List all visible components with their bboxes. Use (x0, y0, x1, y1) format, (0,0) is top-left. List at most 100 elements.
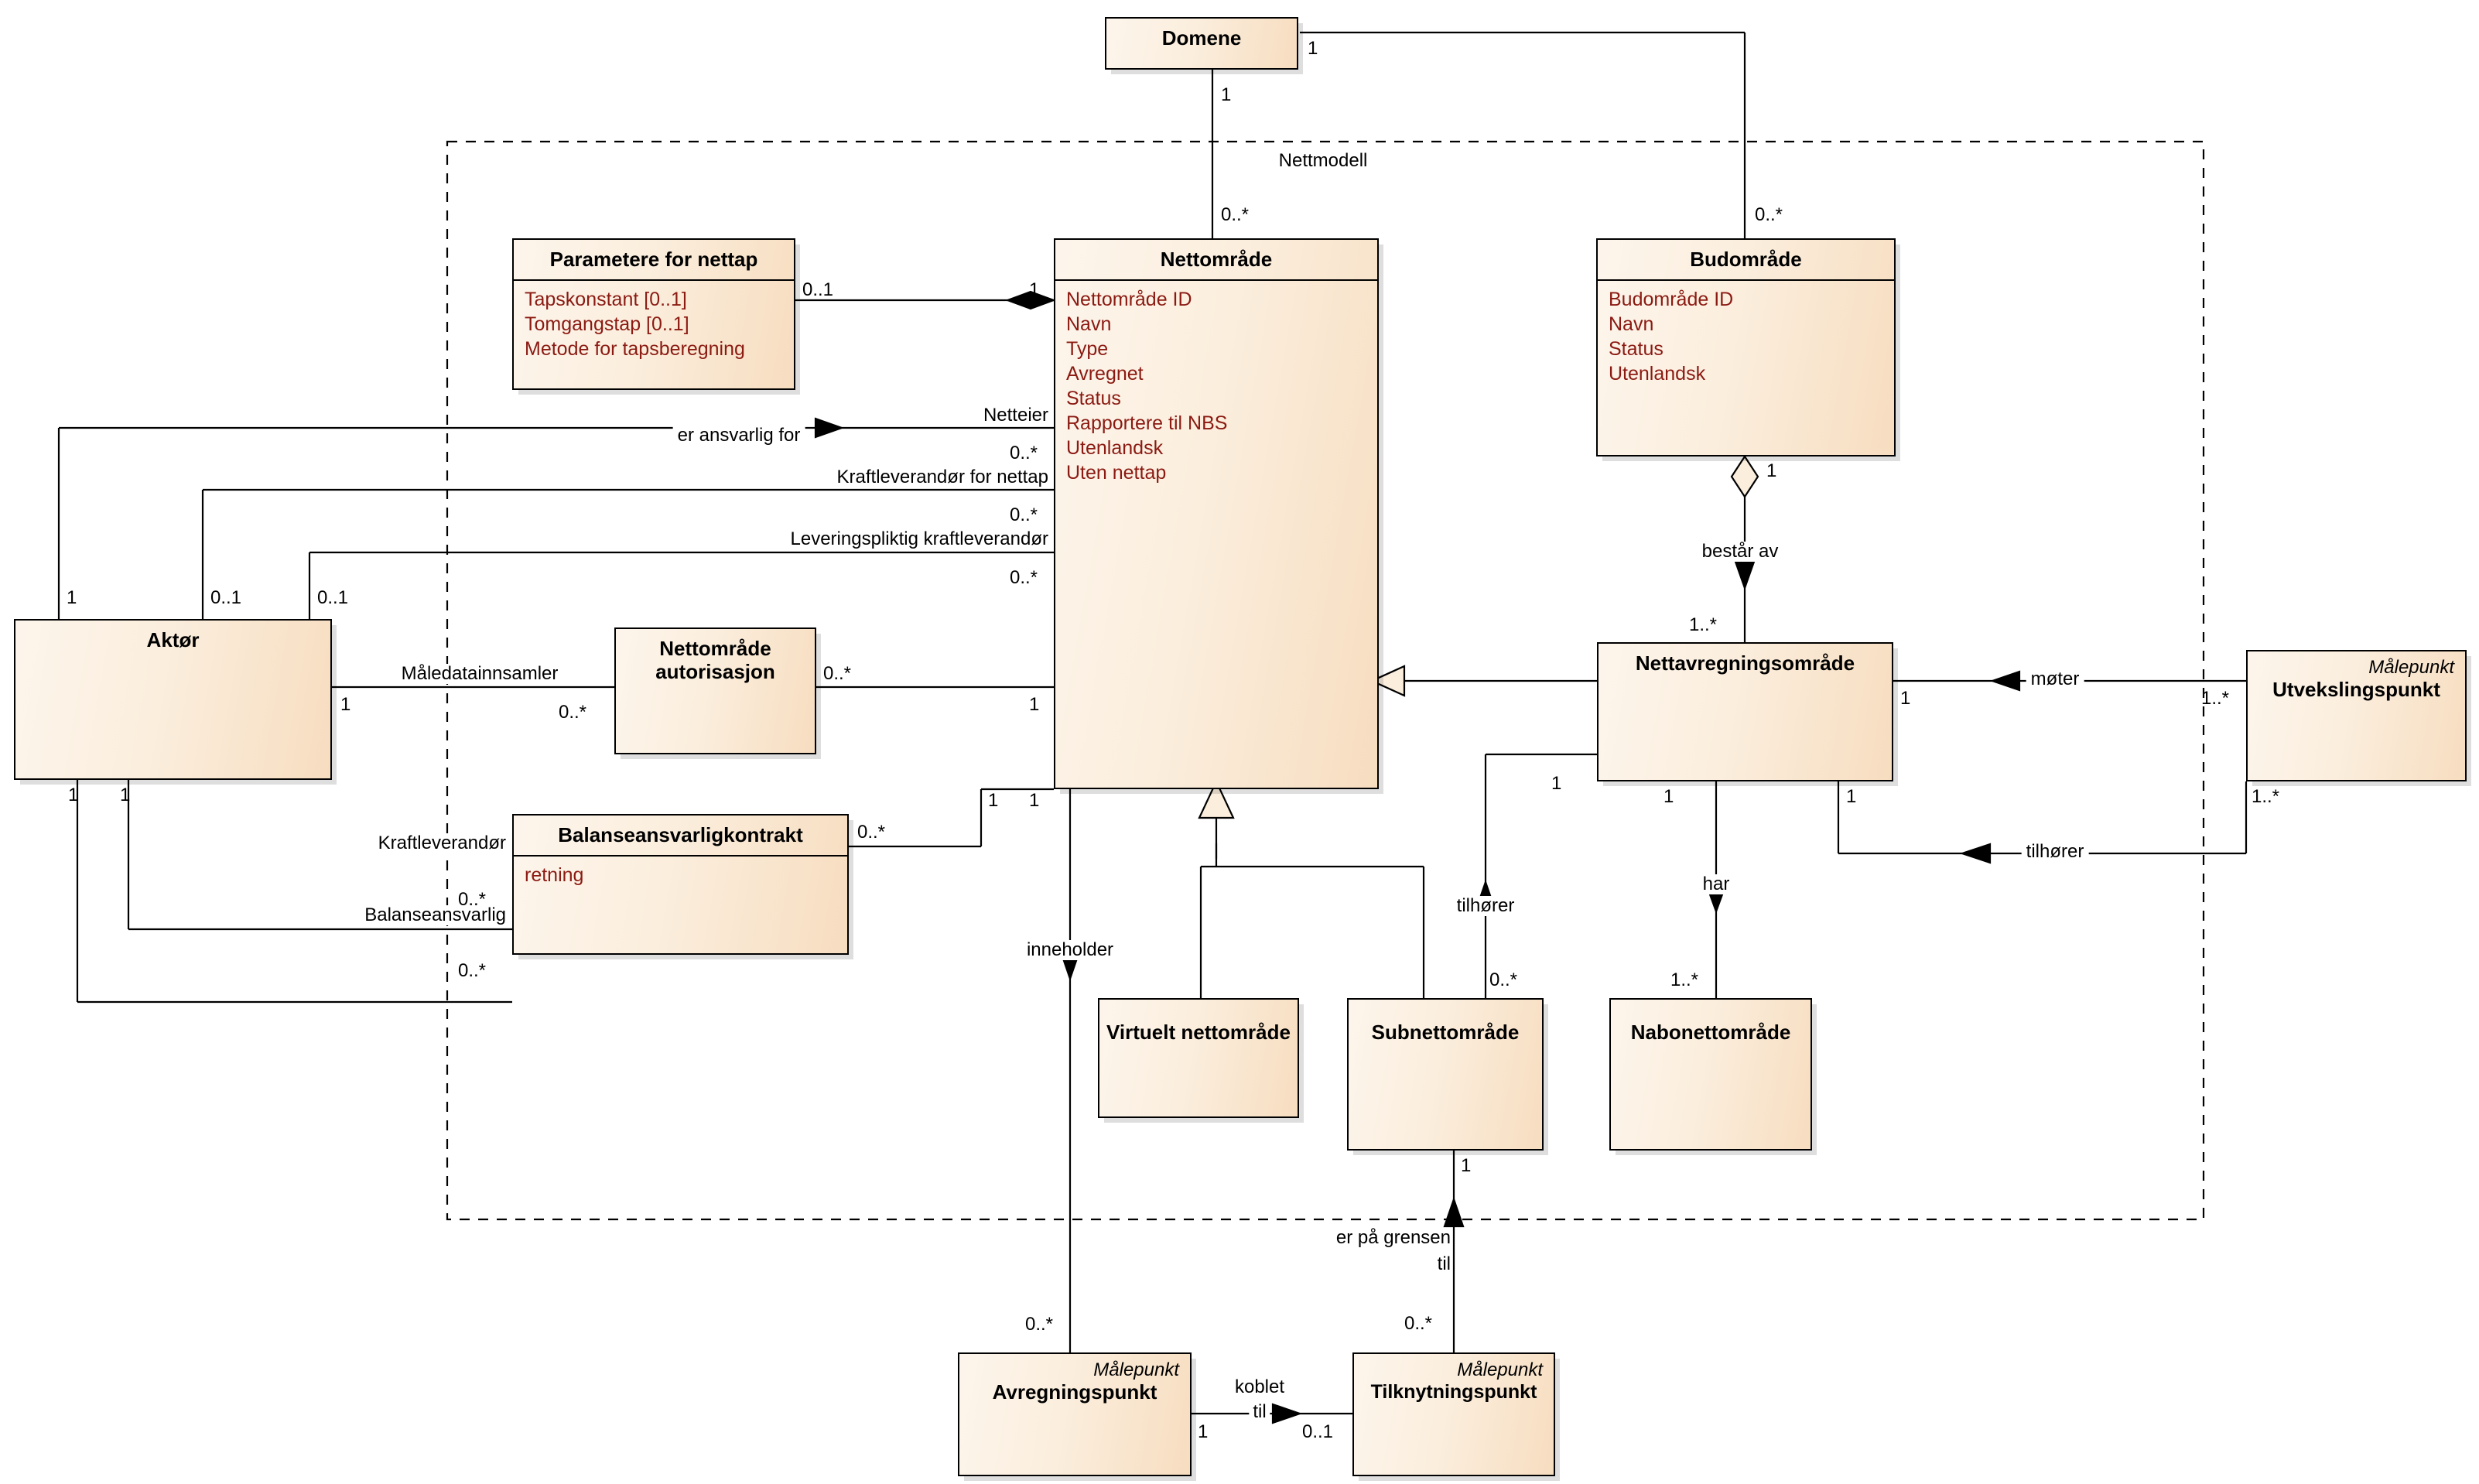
label-bestar-av: består av (1697, 542, 1783, 562)
attribute: Avregnet (1066, 362, 1144, 385)
class-stereotype: Målepunkt (2368, 657, 2454, 678)
class-title: Budområde (1598, 240, 1894, 281)
multiplicity-nettomrade-balansekontrakt: 1 (988, 790, 999, 811)
attribute: Metode for tapsberegning (525, 337, 745, 360)
class-title: Parametere for nettap (514, 240, 794, 281)
multiplicity-balansekontrakt-nettomrade: 0..* (857, 822, 886, 843)
attribute: retning (525, 863, 584, 886)
multiplicity-subnettomrade-tilhorer: 0..* (1489, 969, 1518, 990)
class-box-nettomrade-autorisasjon[interactable]: Nettområde autorisasjon (614, 627, 816, 754)
multiplicity-tilknytningspunkt-grense: 0..* (1404, 1313, 1433, 1334)
class-title: Virtuelt nettområde (1106, 1021, 1291, 1044)
multiplicity-leveringspliktig: 0..* (1010, 567, 1038, 588)
class-box-budomrade[interactable]: Budområde Budområde ID Navn Status Utenl… (1596, 238, 1896, 456)
multiplicity-nabonettomrade-har: 1..* (1670, 969, 1699, 990)
multiplicity-budomrade-top: 0..* (1755, 204, 1783, 225)
attribute: Navn (1066, 313, 1112, 335)
label-maledatainnsamler: Måledatainnsamler (396, 664, 563, 684)
role-kraftleverandor-for-nettap: Kraftleverandør for nettap (836, 467, 1048, 487)
multiplicity-nettomrade-parametere: 1 (1029, 279, 1040, 300)
attribute: Nettområde ID (1066, 288, 1192, 310)
multiplicity-subnettomrade-grense: 1 (1461, 1155, 1472, 1176)
role-balanseansvarlig: Balanseansvarlig (361, 905, 509, 925)
multiplicity-kraftleverandor-nettap: 0..* (1010, 504, 1038, 525)
multiplicity-aktor-maledatainnsamler: 1 (340, 694, 351, 715)
class-attributes: Tapskonstant [0..1] Tomgangstap [0..1] M… (514, 281, 794, 366)
class-box-subnettomrade[interactable]: Subnettområde (1347, 998, 1544, 1151)
class-box-nettomrade[interactable]: Nettområde Nettområde ID Navn Type Avreg… (1054, 238, 1379, 789)
multiplicity-nettomrade-inneholder: 1 (1029, 790, 1040, 811)
multiplicity-avregningspunkt-inneholder: 0..* (1025, 1314, 1054, 1335)
class-title: Balanseansvarligkontrakt (514, 816, 847, 857)
class-box-parametere-for-nettap[interactable]: Parametere for nettap Tapskonstant [0..1… (512, 238, 795, 390)
class-attributes: Nettområde ID Navn Type Avregnet Status … (1055, 281, 1377, 490)
class-box-avregningspunkt[interactable]: Målepunkt Avregningspunkt (958, 1352, 1192, 1476)
class-title: Utvekslingspunkt (2272, 678, 2440, 702)
label-moter: møter (2026, 669, 2084, 689)
multiplicity-nettomrade-autorisasjon: 1 (1029, 694, 1040, 715)
multiplicity-autorisasjon-nettomrade: 0..* (823, 663, 852, 684)
multiplicity-domene-budomrade: 1 (1308, 38, 1318, 59)
attribute: Navn (1609, 313, 1654, 335)
multiplicity-netteier: 0..* (1010, 443, 1038, 463)
class-box-balanseansvarligkontrakt[interactable]: Balanseansvarligkontrakt retning (512, 814, 849, 955)
multiplicity-utvekslingspunkt-tilhorer: 1..* (2252, 786, 2280, 807)
label-tilhorer-utveksling: tilhører (2021, 842, 2089, 862)
role-leveringspliktig-kraftleverandor: Leveringspliktig kraftleverandør (790, 528, 1048, 549)
role-kraftleverandor: Kraftleverandør (374, 833, 509, 853)
class-box-domene[interactable]: Domene (1105, 17, 1298, 70)
class-attributes: retning (514, 857, 847, 892)
class-stereotype: Målepunkt (1093, 1359, 1179, 1380)
multiplicity-aktor-netteier: 1 (67, 587, 77, 608)
multiplicity-balansekontrakt-balanseansv: 0..* (458, 960, 487, 981)
class-title: Domene (1161, 26, 1242, 50)
multiplicity-nettomrade-tilhorer: 1 (1551, 773, 1562, 794)
class-title: Nabonettområde (1630, 1021, 1791, 1044)
label-nettmodell: Nettmodell (1278, 150, 1368, 171)
multiplicity-domene-nettomrade: 1 (1221, 84, 1232, 105)
class-title: Nettområde (1055, 240, 1377, 281)
multiplicity-nettavregning-bestar-av: 1..* (1689, 614, 1718, 635)
multiplicity-aktor-leveringspliktig: 0..1 (317, 587, 349, 608)
class-box-virtuelt-nettomrade[interactable]: Virtuelt nettområde (1098, 998, 1299, 1118)
attribute: Status (1066, 387, 1121, 409)
multiplicity-utvekslingspunkt-moter: 1..* (2201, 688, 2230, 709)
class-title: Subnettområde (1371, 1021, 1520, 1044)
role-netteier: Netteier (983, 405, 1048, 426)
class-title: Aktør (146, 628, 200, 651)
class-box-tilknytningspunkt[interactable]: Målepunkt Tilknytningspunkt (1352, 1352, 1555, 1476)
label-koblet-til: til (1249, 1402, 1270, 1422)
attribute: Status (1609, 337, 1663, 360)
multiplicity-budomrade-bestar-av: 1 (1766, 460, 1777, 481)
class-title: Nettavregningsområde (1635, 651, 1855, 675)
label-tilhorer-subnett: tilhører (1451, 896, 1520, 916)
label-er-ansvarlig-for: er ansvarlig for (672, 426, 805, 446)
multiplicity-nettomrade-top: 0..* (1221, 204, 1250, 225)
multiplicity-nettavregning-moter: 1 (1900, 688, 1911, 709)
multiplicity-nettavregning-har: 1 (1663, 786, 1674, 807)
label-koblet: koblet (1230, 1377, 1289, 1397)
multiplicity-aktor-kraftleverandor: 1 (120, 785, 131, 805)
multiplicity-autorisasjon-aktor: 0..* (559, 702, 587, 723)
class-stereotype: Målepunkt (1457, 1359, 1543, 1380)
attribute: Budområde ID (1609, 288, 1734, 310)
class-box-nettavregningsomrade[interactable]: Nettavregningsområde (1597, 642, 1893, 781)
attribute: Rapportere til NBS (1066, 412, 1228, 434)
attribute: Uten nettap (1066, 461, 1167, 484)
label-er-pa-grensen: er på grensen (1335, 1227, 1451, 1248)
multiplicity-avregningspunkt-koblet: 1 (1198, 1421, 1209, 1442)
attribute: Utenlandsk (1066, 436, 1164, 459)
class-attributes: Budområde ID Navn Status Utenlandsk (1598, 281, 1894, 391)
multiplicity-tilknytningspunkt-koblet: 0..1 (1302, 1421, 1334, 1442)
class-box-aktor[interactable]: Aktør (14, 619, 332, 780)
class-box-utvekslingspunkt[interactable]: Målepunkt Utvekslingspunkt (2246, 650, 2467, 781)
class-box-nabonettomrade[interactable]: Nabonettområde (1609, 998, 1812, 1151)
class-title: Avregningspunkt (992, 1380, 1157, 1404)
label-har: har (1697, 874, 1735, 894)
class-title: Tilknytningspunkt (1370, 1381, 1537, 1404)
multiplicity-aktor-balanseansvarlig: 1 (68, 785, 79, 805)
multiplicity-nettavregning-tilhorer: 1 (1846, 786, 1857, 807)
multiplicity-parametere: 0..1 (802, 279, 834, 300)
attribute: Tapskonstant [0..1] (525, 288, 687, 310)
